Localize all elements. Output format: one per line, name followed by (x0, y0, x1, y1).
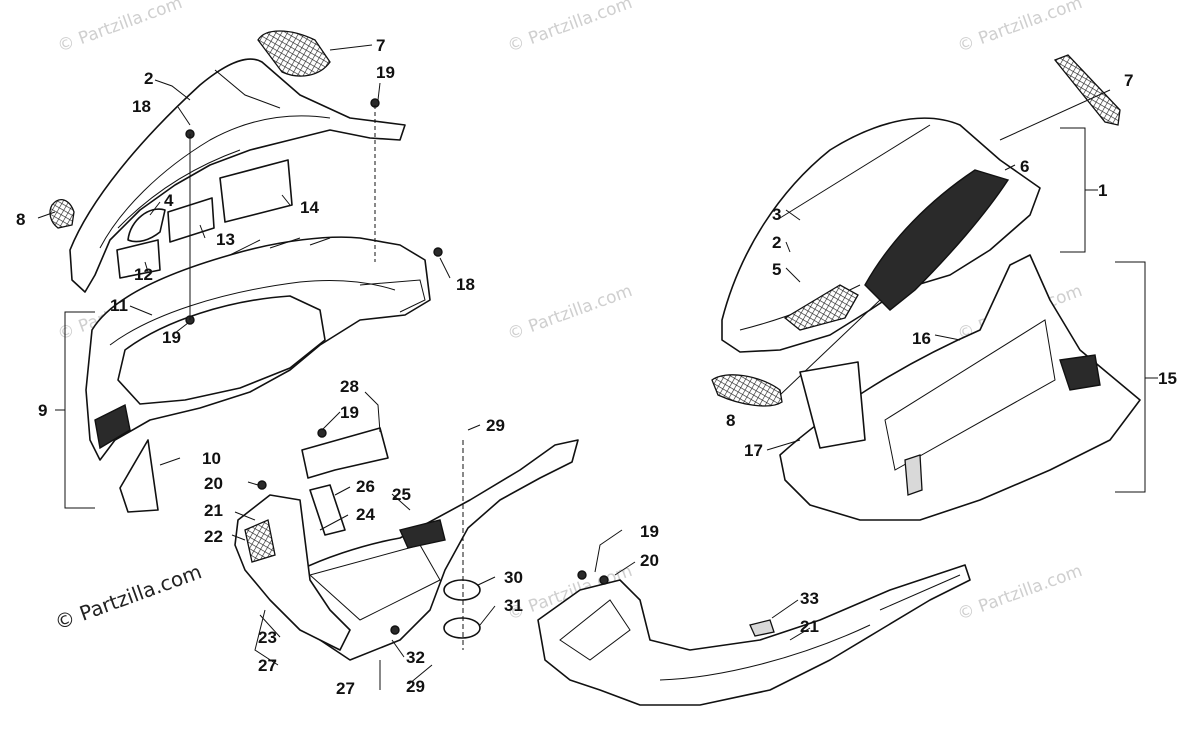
callout-label: 2 (144, 69, 153, 88)
grille-vent-part (257, 30, 331, 77)
left-hood-group (49, 30, 443, 513)
callout-label: 8 (726, 411, 735, 430)
callout-label: 27 (258, 656, 277, 675)
callout-label: 29 (486, 416, 505, 435)
callout-label: 16 (912, 329, 931, 348)
decal-17-part (799, 361, 866, 449)
callout-label: 20 (204, 474, 223, 493)
watermark-logo: © Partzilla.com (52, 559, 205, 634)
skid-plate-part (537, 564, 971, 706)
clip-33-part (749, 619, 775, 637)
belly-pan-part (299, 439, 579, 661)
gasket-31-part (443, 617, 481, 639)
watermark: © Partzilla.com (505, 281, 635, 345)
callout-label: 19 (340, 403, 359, 422)
hood-top-part (69, 58, 406, 293)
callout-label: 23 (258, 628, 277, 647)
bolt-icon (577, 570, 587, 580)
bracket-lines (55, 127, 1158, 509)
watermark: © Partzilla.com (55, 0, 185, 57)
hood-lower-vent-part (94, 403, 131, 450)
side-panel-vent-part (783, 284, 859, 331)
callout-label: 33 (800, 589, 819, 608)
bolt-icon (390, 625, 400, 635)
callout-label: 11 (110, 296, 128, 315)
hood-window-part (117, 295, 326, 405)
callout-label: 30 (504, 568, 523, 587)
callout-label: 26 (356, 477, 375, 496)
callout-label: 10 (202, 449, 221, 468)
right-panel-group (711, 54, 1141, 521)
callout-label: 19 (376, 63, 395, 82)
lower-panel-pad-part (904, 454, 923, 496)
callout-label: 17 (744, 441, 763, 460)
callout-label: 22 (204, 527, 223, 546)
bolt-icon (257, 480, 267, 490)
side-vent-part (711, 374, 783, 407)
bolt-icon (433, 247, 443, 257)
belly-pan-vent-part (399, 519, 446, 549)
callout-label: 27 (336, 679, 355, 698)
callout-label: 14 (300, 198, 319, 217)
decal-4-part (127, 208, 166, 243)
callout-label: 25 (392, 485, 411, 504)
callout-label: 18 (456, 275, 475, 294)
callout-label: 31 (504, 596, 523, 615)
callout-label: 15 (1158, 369, 1177, 388)
callout-label: 24 (356, 505, 375, 524)
callout-label: 4 (164, 191, 174, 210)
gasket-30-part (443, 579, 481, 601)
callout-label: 19 (640, 522, 659, 541)
skid-plate-group (537, 564, 971, 706)
callout-label: 8 (16, 210, 25, 229)
decal-14-part (219, 159, 293, 223)
watermark: © Partzilla.com (955, 561, 1085, 625)
duct-26-part (309, 484, 346, 536)
side-vent-part (49, 199, 75, 229)
callout-label: 12 (134, 265, 153, 284)
callout-label: 2 (772, 233, 781, 252)
watermark: © Partzilla.com (955, 0, 1085, 57)
callout-label: 32 (406, 648, 425, 667)
callout-label: 13 (216, 230, 235, 249)
grille-vent-part (1053, 54, 1121, 126)
side-panel-graphic-part (864, 169, 1010, 311)
callout-label: 7 (376, 36, 385, 55)
decal-13-part (167, 197, 215, 243)
decal-10-part (119, 439, 159, 513)
callout-label: 6 (1020, 157, 1029, 176)
callout-label: 19 (162, 328, 181, 347)
lower-panel-vent-part (1059, 354, 1101, 391)
bolt-icon (599, 575, 609, 585)
callout-label: 20 (640, 551, 659, 570)
callout-label: 21 (204, 501, 223, 520)
callout-label: 21 (800, 617, 819, 636)
bolt-icon (317, 428, 327, 438)
decal-12-part (116, 239, 161, 279)
callout-label: 28 (340, 377, 359, 396)
callout-label: 3 (772, 205, 781, 224)
callout-labels: 1 2 2 3 4 5 6 7 7 8 8 9 10 11 12 13 14 1… (16, 36, 1177, 698)
watermark: © Partzilla.com (505, 0, 635, 57)
side-panel-part (721, 117, 1041, 353)
callout-label: 29 (406, 677, 425, 696)
callout-label: 18 (132, 97, 151, 116)
leader-lines (37, 44, 1016, 685)
callout-label: 1 (1098, 181, 1107, 200)
air-duct-screen-part (244, 519, 276, 563)
duct-28-part (301, 427, 389, 479)
belly-pan-group (234, 427, 579, 690)
callout-label: 7 (1124, 71, 1133, 90)
callout-label: 9 (38, 401, 47, 420)
callout-label: 5 (772, 260, 781, 279)
